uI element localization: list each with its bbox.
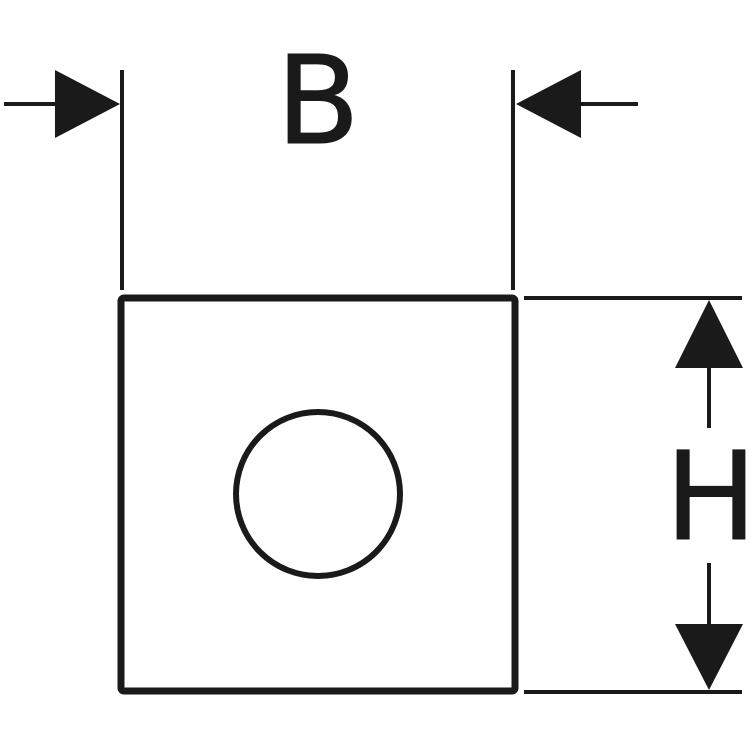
height-arrow-down-icon: [675, 624, 743, 690]
width-label: B: [276, 30, 360, 172]
width-arrow-right-icon: [55, 70, 120, 138]
cover-plate-outline: [117, 294, 519, 695]
height-arrow-up-icon: [675, 300, 743, 368]
center-opening-circle: [233, 409, 403, 579]
width-dimension: B: [4, 30, 638, 290]
height-dimension: H: [524, 296, 750, 694]
width-arrow-left-icon: [516, 70, 581, 138]
height-label: H: [665, 426, 750, 568]
